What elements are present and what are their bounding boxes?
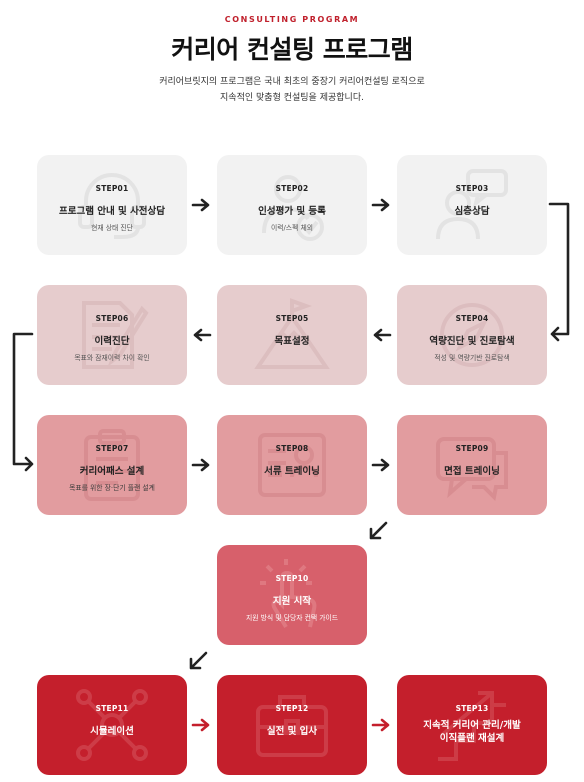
connector-right-down-icon <box>548 202 570 342</box>
step-desc: 현재 상태 진단 <box>91 224 133 232</box>
step-label: STEP10 <box>275 574 309 583</box>
step-desc: 적성 및 역량기반 진로탐색 <box>434 354 510 362</box>
step-card-05: STEP05 목표설정 <box>217 285 367 385</box>
intro-text: 커리어브릿지의 프로그램은 국내 최초의 중장기 커리어컨설팅 로직으로 지속적… <box>0 74 584 106</box>
person-check-icon <box>262 175 324 241</box>
step-label: STEP12 <box>275 704 309 713</box>
arrow-left-icon <box>193 328 212 342</box>
speech-bubble-icon <box>436 437 508 502</box>
step-name: 심층상담 <box>454 206 490 217</box>
step-name: 지원 시작 <box>272 596 312 607</box>
step-card-12: STEP12 실전 및 입사 <box>217 675 367 775</box>
arrow-right-red-icon <box>191 718 210 732</box>
eyebrow: CONSULTING PROGRAM <box>224 15 360 24</box>
step-label: STEP01 <box>95 184 129 193</box>
step-card-01: STEP01 프로그램 안내 및 사전상담 현재 상태 진단 <box>37 155 187 255</box>
resume-icon <box>258 433 326 497</box>
arrow-right-icon <box>191 458 210 472</box>
step-card-13: STEP13 지속적 커리어 관리/개발 이직플랜 재설계 <box>397 675 547 775</box>
step-name: 실전 및 입사 <box>266 726 318 737</box>
step-card-11: STEP11 시뮬레이션 <box>37 675 187 775</box>
mountain-flag-icon <box>254 298 330 369</box>
step-name: 지속적 커리어 관리/개발 이직플랜 재설계 <box>397 719 547 745</box>
step-name: 면접 트레이닝 <box>444 466 500 477</box>
step-label: STEP06 <box>95 314 129 323</box>
step-name: 목표설정 <box>274 336 310 347</box>
briefcase-icon <box>256 695 328 757</box>
step-name: 커리어패스 설계 <box>79 466 145 477</box>
step-label: STEP13 <box>455 704 489 713</box>
arrow-right-red-icon <box>371 718 390 732</box>
step-name: 인성평가 및 등록 <box>258 206 326 217</box>
page-title: 커리어 컨설팅 프로그램 <box>171 35 413 64</box>
step-desc: 지원 방식 및 담당자 컨택 가이드 <box>245 614 339 622</box>
step-desc: 목표를 위한 장·단기 플랜 설계 <box>69 484 155 492</box>
connector-left-down-icon <box>12 332 34 472</box>
step-name: 역량진단 및 진로탐색 <box>429 336 515 347</box>
step-card-10: STEP10 지원 시작 지원 방식 및 담당자 컨택 가이드 <box>217 545 367 645</box>
step-label: STEP08 <box>275 444 309 453</box>
step-card-06: STEP06 이력진단 목표와 잠재이력 차이 확인 <box>37 285 187 385</box>
arrow-right-icon <box>191 198 210 212</box>
step-name: 서류 트레이닝 <box>264 466 320 477</box>
compass-icon <box>440 303 504 367</box>
clipboard-icon <box>84 429 140 501</box>
step-card-08: STEP08 서류 트레이닝 <box>217 415 367 515</box>
step-name: 시뮬레이션 <box>90 726 134 737</box>
step-label: STEP03 <box>455 184 489 193</box>
step-name: 이력진단 <box>94 336 130 347</box>
step-label: STEP04 <box>455 314 489 323</box>
arrow-down-left-icon <box>369 521 388 540</box>
arrow-right-icon <box>371 458 390 472</box>
hand-pointer-icon <box>260 559 317 629</box>
step-label: STEP07 <box>95 444 129 453</box>
step-label: STEP09 <box>455 444 489 453</box>
intro-line-1: 커리어브릿지의 프로그램은 국내 최초의 중장기 커리어컨설팅 로직으로 <box>159 77 425 87</box>
step-card-09: STEP09 면접 트레이닝 <box>397 415 547 515</box>
step-card-02: STEP02 인성평가 및 등록 이력/스펙 체외 <box>217 155 367 255</box>
step-card-03: STEP03 심층상담 <box>397 155 547 255</box>
step-label: STEP02 <box>275 184 309 193</box>
headset-icon <box>78 173 146 239</box>
step-card-07: STEP07 커리어패스 설계 목표를 위한 장·단기 플랜 설계 <box>37 415 187 515</box>
document-pen-icon <box>82 301 149 369</box>
intro-line-2: 지속적인 맞춤형 컨설팅을 제공합니다. <box>220 93 364 103</box>
step-name-line-1: 지속적 커리어 관리/개발 <box>423 720 521 731</box>
chat-person-icon <box>436 169 508 240</box>
step-desc: 목표와 잠재이력 차이 확인 <box>74 354 150 362</box>
step-desc: 이력/스펙 체외 <box>271 224 313 232</box>
step-name-line-2: 이직플랜 재설계 <box>439 733 505 744</box>
arrow-left-icon <box>373 328 392 342</box>
arrow-right-icon <box>371 198 390 212</box>
arrow-down-left-icon <box>189 651 208 670</box>
growth-arrow-icon <box>438 691 506 761</box>
step-name: 프로그램 안내 및 사전상담 <box>58 206 166 217</box>
step-label: STEP05 <box>275 314 309 323</box>
step-card-04: STEP04 역량진단 및 진로탐색 적성 및 역량기반 진로탐색 <box>397 285 547 385</box>
step-label: STEP11 <box>95 704 129 713</box>
network-icon <box>76 689 148 761</box>
